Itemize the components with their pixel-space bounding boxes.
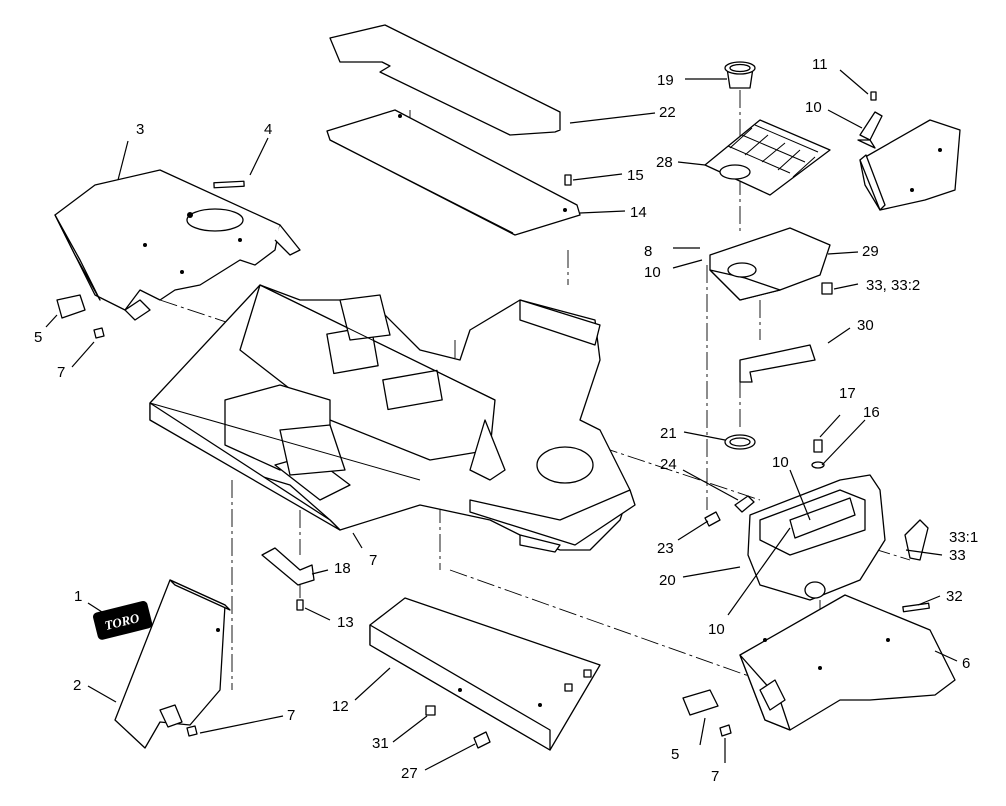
callout-5-left: 5 [34, 329, 42, 346]
part-4-pin [213, 180, 245, 189]
callout-14: 14 [630, 204, 647, 221]
callout-13: 12 [332, 698, 349, 715]
part-17-bolt [813, 439, 823, 453]
part-29-tray [709, 227, 831, 301]
part-21-console [747, 474, 886, 601]
callout-10-console: 10 [772, 454, 789, 471]
callout-31: 31 [372, 735, 389, 752]
callout-16: 16 [863, 404, 880, 421]
callout-21: 20 [659, 572, 676, 589]
part-7-fastener-lower [186, 725, 198, 737]
callout-28: 28 [656, 154, 673, 171]
callout-3: 3 [136, 121, 144, 138]
part-2-side-panel [114, 579, 231, 749]
callout-10-upper-a: 8 [644, 243, 652, 260]
callout-33-1: 33:1 [949, 529, 978, 546]
part-16-washer [811, 461, 825, 469]
floor-pan-hardware [564, 669, 592, 692]
part-25-knob [734, 495, 755, 513]
part-15-screw [564, 174, 572, 186]
callout-24: 23 [657, 540, 674, 557]
part-5-pad-left [56, 294, 86, 319]
part-5-pad-right [682, 689, 719, 716]
part-14-panel [326, 109, 581, 236]
callout-labels: 3 4 5 7 22 15 14 19 28 11 10 8 10 29 33,… [34, 56, 978, 785]
callout-7-right: 7 [711, 768, 719, 785]
callout-7-lower: 7 [287, 707, 295, 724]
part-28-mat [704, 119, 831, 196]
callout-10-upper-b: 10 [644, 264, 661, 281]
leader-lines [45, 69, 958, 771]
callout-32: 32 [946, 588, 963, 605]
callout-20: 18 [334, 560, 351, 577]
part-33-handle [904, 519, 929, 561]
part-1-toro-decal: TORO [93, 600, 153, 640]
callout-27: 27 [401, 765, 418, 782]
callout-12: 11 [812, 56, 828, 73]
callout-29: 29 [862, 243, 879, 260]
part-7-fastener-left [93, 327, 105, 339]
part-20-bracket [261, 547, 315, 586]
callout-23: 22 [659, 104, 676, 121]
callout-1: 1 [74, 588, 82, 605]
part-13-floor-pan [369, 597, 601, 751]
part-3-cover [54, 169, 301, 321]
part-18-screw [296, 599, 304, 611]
callout-17: 17 [839, 385, 856, 402]
callout-15: 15 [627, 167, 644, 184]
part-33-block-upper [821, 282, 833, 295]
right-console-panel [859, 119, 961, 211]
callout-11: 10 [805, 99, 822, 116]
callout-8: 7 [369, 552, 377, 569]
part-30-plate [739, 344, 816, 383]
part-12-screw [870, 91, 877, 101]
part-32-pin [902, 602, 930, 613]
callout-30: 30 [857, 317, 874, 334]
callout-18: 13 [337, 614, 354, 631]
callout-22: 21 [660, 425, 677, 442]
part-23-top-pad [329, 24, 561, 136]
part-11-bracket [857, 111, 883, 149]
callout-33-33-2: 33, 33:2 [866, 277, 920, 294]
callout-25: 24 [660, 456, 677, 473]
callout-4: 4 [264, 121, 272, 138]
part-27-spacer [473, 731, 491, 749]
main-frame [149, 284, 636, 553]
callout-6: 6 [962, 655, 970, 672]
part-6-cover [739, 594, 956, 731]
part-24-clip [704, 511, 721, 527]
part-7-fastener-right [719, 724, 732, 737]
callout-5-right: 5 [671, 746, 679, 763]
callout-2: 2 [73, 677, 81, 694]
callout-7-left: 7 [57, 364, 65, 381]
callout-10-lower: 10 [708, 621, 725, 638]
callout-33: 33 [949, 547, 966, 564]
part-31-nut [425, 705, 436, 716]
part-19-cup [724, 61, 756, 89]
callout-19: 19 [657, 72, 674, 89]
part-22-grommet [724, 434, 756, 450]
